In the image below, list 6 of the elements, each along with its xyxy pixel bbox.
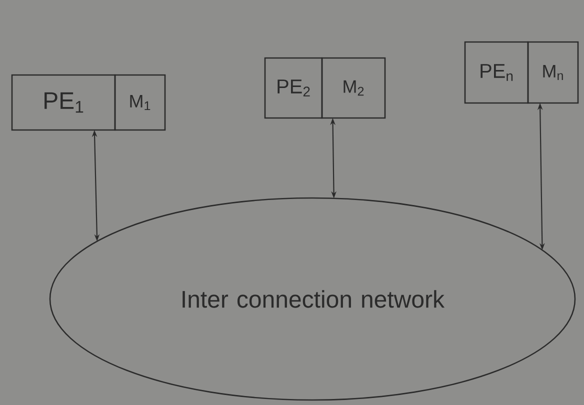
memory-cell: M$_{1}$ xyxy=(114,74,166,131)
memory-cell: M$_{n}$ xyxy=(527,41,579,104)
memory-cell: M$_{2}$ xyxy=(321,57,386,119)
processor-cell: PE$_{n}$ xyxy=(464,41,529,104)
processor-cell: PE$_{2}$ xyxy=(264,57,323,119)
processor-cell: PE$_{1}$ xyxy=(11,74,116,131)
